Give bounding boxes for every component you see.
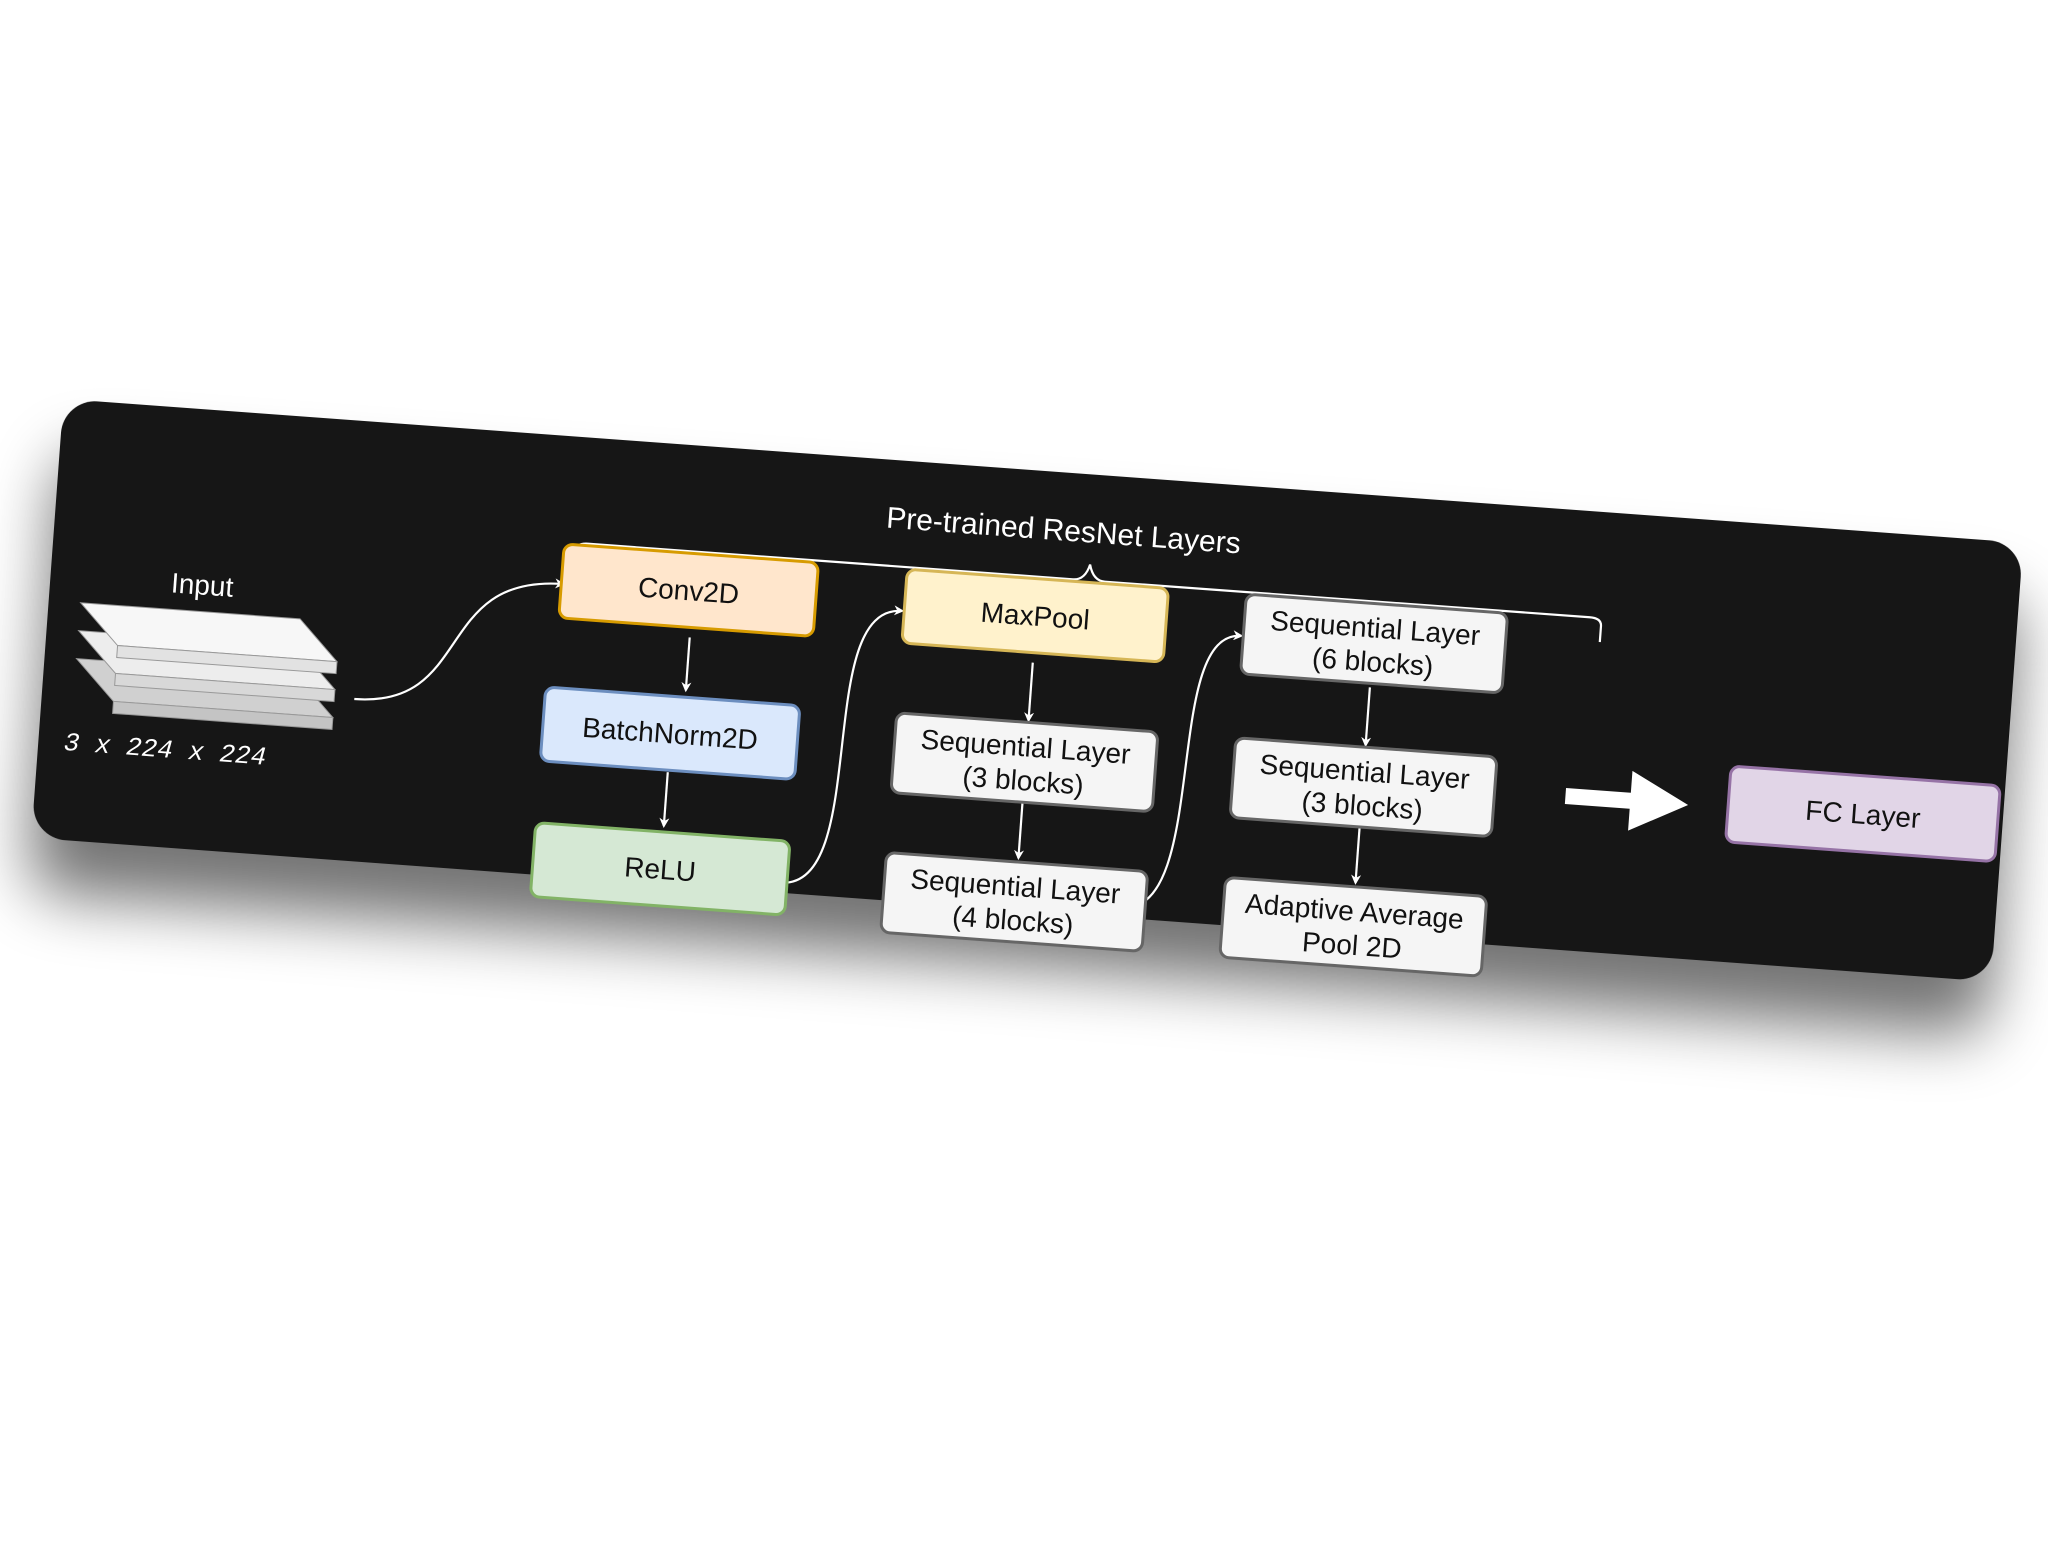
node-seq4-box — [879, 851, 1149, 953]
arrow-seq3-to-seq4 — [1014, 802, 1024, 861]
node-maxpool-box — [900, 568, 1170, 664]
node-fc-box — [1724, 765, 2002, 863]
arrow-seq3b-to-avgpool — [1351, 826, 1362, 885]
node-seq3: Sequential Layer(3 blocks) — [890, 711, 1159, 813]
node-batchnorm: BatchNorm2D — [539, 686, 801, 781]
arrow-input-to-conv2d — [354, 578, 566, 701]
node-avgpool-line2: Pool 2D — [1301, 926, 1403, 964]
node-conv2d-box — [557, 543, 820, 638]
connector-arrows — [354, 578, 1372, 909]
arrow-conv2d-to-batchnorm — [681, 637, 692, 693]
node-seq3b-box — [1229, 736, 1498, 838]
node-relu: ReLU — [529, 821, 791, 916]
arrow-seq4-to-seq6 — [1120, 630, 1244, 909]
node-fc: FC Layer — [1724, 765, 2002, 863]
arrow-batchnorm-to-relu — [659, 772, 670, 829]
node-seq3-box — [890, 711, 1159, 813]
arrow-maxpool-to-seq3 — [1024, 662, 1035, 723]
arrow-to-fc-layer-icon — [1564, 770, 1689, 831]
arrow-relu-to-maxpool — [779, 605, 905, 884]
node-seq3b: Sequential Layer(3 blocks) — [1229, 736, 1498, 838]
input-label: Input — [170, 567, 235, 602]
node-relu-box — [529, 821, 791, 916]
node-relu-label: ReLU — [623, 851, 697, 887]
input-tensor-stack-icon — [75, 602, 339, 731]
node-maxpool: MaxPool — [900, 568, 1170, 664]
node-batchnorm-box — [539, 686, 801, 781]
arrow-seq6-to-seq3b — [1361, 687, 1372, 748]
node-seq4: Sequential Layer(4 blocks) — [879, 851, 1149, 953]
node-seq6-box — [1239, 593, 1509, 694]
node-seq6: Sequential Layer(6 blocks) — [1239, 593, 1509, 694]
diagram-canvas — [33, 401, 2021, 980]
node-conv2d-label: Conv2D — [637, 572, 740, 610]
node-avgpool-box — [1218, 876, 1488, 978]
node-conv2d: Conv2D — [557, 543, 820, 638]
